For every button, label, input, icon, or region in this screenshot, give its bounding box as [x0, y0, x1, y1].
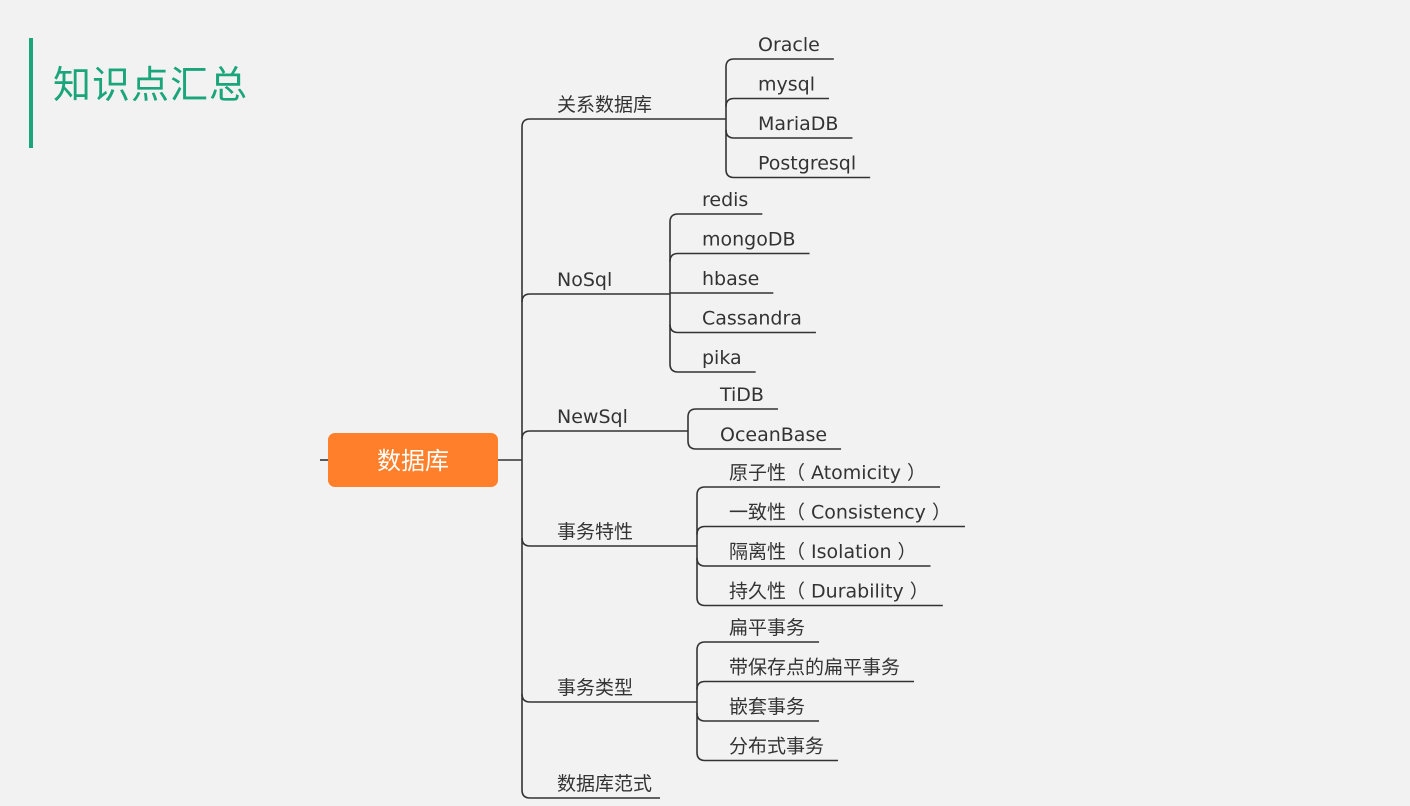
- leaf-line: [725, 97, 829, 107]
- leaf-label: hbase: [702, 268, 759, 290]
- leaf-line: [696, 680, 915, 690]
- leaf-label: 嵌套事务: [729, 696, 805, 718]
- branch-label: NoSql: [557, 269, 612, 291]
- branch-label: 事务类型: [557, 677, 633, 699]
- leaf-line: [725, 129, 853, 139]
- title-accent-bar: [29, 38, 33, 148]
- leaf-label: redis: [702, 189, 748, 211]
- branch-line: [521, 118, 726, 128]
- branch-label: 数据库范式: [557, 773, 652, 795]
- leaf-label: 扁平事务: [729, 617, 805, 639]
- branch-line: [521, 789, 661, 799]
- root-node: [328, 433, 498, 487]
- leaf-label: 分布式事务: [729, 736, 824, 758]
- leaf-label: mysql: [758, 74, 815, 96]
- leaf-label: 原子性（ Atomicity ）: [729, 462, 926, 484]
- leaf-line: [696, 557, 931, 567]
- leaf-label: Oracle: [758, 34, 820, 56]
- leaf-label: 一致性（ Consistency ）: [729, 502, 951, 524]
- leaf-line: [696, 712, 820, 722]
- leaf-line: [669, 213, 763, 223]
- leaf-line: [696, 525, 965, 535]
- branch-label: 关系数据库: [557, 94, 652, 116]
- leaf-label: mongoDB: [702, 229, 796, 251]
- leaf-line: [687, 440, 842, 450]
- leaf-line: [669, 324, 816, 334]
- branch-line: [521, 293, 670, 303]
- leaf-label: 持久性（ Durability ）: [729, 581, 929, 603]
- leaf-label: TiDB: [719, 384, 764, 406]
- leaf-line: [669, 252, 810, 262]
- leaf-line: [669, 363, 756, 373]
- leaf-line: [725, 169, 871, 179]
- branch-label: NewSql: [557, 406, 628, 428]
- leaf-label: Cassandra: [702, 308, 802, 330]
- leaf-line: [725, 58, 834, 68]
- page-title: 知识点汇总: [53, 63, 249, 107]
- leaf-label: MariaDB: [758, 113, 838, 135]
- branch-line: [521, 537, 697, 547]
- leaf-line: [696, 597, 943, 607]
- branch-line: [521, 693, 697, 703]
- root-node-label: 数据库: [377, 447, 449, 475]
- leaf-label: pika: [702, 347, 742, 369]
- branch-label: 事务特性: [557, 521, 633, 543]
- leaf-label: Postgresql: [758, 153, 856, 175]
- leaf-line: [696, 752, 839, 762]
- leaf-label: OceanBase: [720, 424, 827, 446]
- branch-line: [521, 430, 688, 440]
- leaf-line: [696, 641, 820, 651]
- leaf-line: [687, 408, 778, 418]
- leaf-label: 带保存点的扁平事务: [729, 657, 900, 679]
- leaf-line: [696, 486, 941, 496]
- leaf-label: 隔离性（ Isolation ）: [729, 541, 917, 563]
